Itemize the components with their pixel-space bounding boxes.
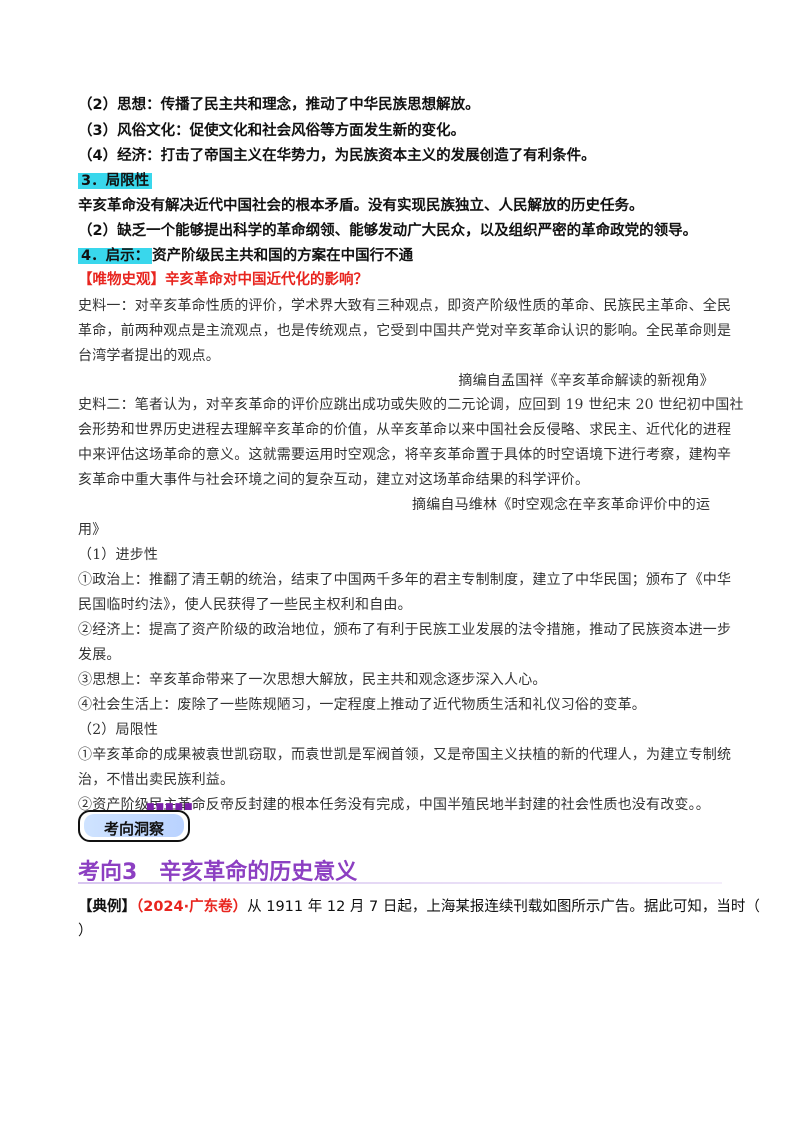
source-1-line-3: 台湾学者提出的观点。 <box>78 348 220 364</box>
badge-dots-icon: ■■■■■ <box>146 802 194 812</box>
limits-line-2: 治，不惜出卖民族利益。 <box>78 772 235 788</box>
badge-label: 考向洞察 <box>103 820 164 838</box>
progress-politics-2: 民国临时约法》，使人民获得了一些民主权利和自由。 <box>78 597 412 613</box>
badge-fill <box>84 814 184 837</box>
impact-economy-line: （4）经济：打击了帝国主义在华势力，为民族资本主义的发展创造了有利条件。 <box>78 148 596 164</box>
limitation-line-2: （2）缺乏一个能够提出科学的革命纲领、能够发动广大民众，以及组织严密的革命政党的… <box>78 223 698 239</box>
example-source: （2024·广东卷） <box>136 899 248 915</box>
limits-heading: （2）局限性 <box>78 722 159 738</box>
materialism-heading: 【唯物史观】辛亥革命对中国近代化的影响？ <box>78 272 368 288</box>
topic-underline <box>78 882 722 884</box>
limitation-line-1: 辛亥革命没有解决近代中国社会的根本矛盾。没有实现民族独立、人民解放的历史任务。 <box>78 198 644 214</box>
insight-badge: 考向洞察 ■■■■■ <box>78 802 194 844</box>
source-1-line-1: 史料一：对辛亥革命性质的评价，学术界大致有三种观点，即资产阶级性质的革命、民族民… <box>78 298 732 314</box>
badge-frame: 考向洞察 <box>78 810 190 842</box>
source-2-line-2: 会形势和世界历史进程去理解辛亥革命的价值，从辛亥革命以来中国社会反侵略、求民主、… <box>78 422 732 438</box>
section-4-label: 4．启示： <box>78 248 153 264</box>
section-4-text: 资产阶级民主共和国的方案在中国行不通 <box>152 248 414 264</box>
limits-line-3: ②资产阶级民主革命反帝反封建的根本任务没有完成，中国半殖民地半封建的社会性质也没… <box>78 797 710 813</box>
progress-economy-2: 发展。 <box>78 647 121 663</box>
source-1-citation: 摘编自孟国祥《辛亥革命解读的新视角》 <box>458 373 714 389</box>
example-line: 【典例】（2024·广东卷）从 1911 年 12 月 7 日起，上海某报连续刊… <box>78 897 760 917</box>
example-text: 从 1911 年 12 月 7 日起，上海某报连续刊载如图所示广告。据此可知，当… <box>247 899 760 915</box>
impact-thought-line: （2）思想：传播了民主共和理念，推动了中华民族思想解放。 <box>78 97 480 113</box>
section-4-heading: 4．启示：资产阶级民主共和国的方案在中国行不通 <box>78 246 413 266</box>
impact-custom-line: （3）风俗文化：促使文化和社会风俗等方面发生新的变化。 <box>78 123 466 139</box>
progress-economy-1: ②经济上：提高了资产阶级的政治地位，颁布了有利于民族工业发展的法令措施，推动了民… <box>78 622 732 638</box>
source-2-citation: 摘编自马维林《时空观念在辛亥革命评价中的运 <box>412 497 711 513</box>
progress-heading: （1）进步性 <box>78 547 159 563</box>
example-line-end: ） <box>78 923 93 939</box>
source-2-line-1: 史料二：笔者认为，对辛亥革命的评价应跳出成功或失败的二元论调，应回到 19 世纪… <box>78 397 744 413</box>
source-2-line-4: 亥革命中重大事件与社会环境之间的复杂互动，建立对这场革命结果的科学评价。 <box>78 472 590 488</box>
source-2-citation-end: 用》 <box>78 522 107 538</box>
source-2-line-3: 中来评估这场革命的意义。这就需要运用时空观念，将辛亥革命置于具体的时空语境下进行… <box>78 447 732 463</box>
limits-line-1: ①辛亥革命的成果被袁世凯窃取，而袁世凯是军阀首领，又是帝国主义扶植的新的代理人，… <box>78 747 732 763</box>
progress-politics-1: ①政治上：推翻了清王朝的统治，结束了中国两千多年的君主专制制度，建立了中华民国；… <box>78 572 732 588</box>
progress-thought: ③思想上：辛亥革命带来了一次思想大解放，民主共和观念逐步深入人心。 <box>78 672 547 688</box>
section-3-heading: 3．局限性 <box>78 171 153 191</box>
topic-heading: 考向3 辛亥革命的历史意义 <box>78 852 722 885</box>
topic-title: 考向3 辛亥革命的历史意义 <box>78 860 358 885</box>
section-3-label: 3．局限性 <box>78 173 153 189</box>
progress-society: ④社会生活上：废除了一些陈规陋习，一定程度上推动了近代物质生活和礼仪习俗的变革。 <box>78 697 646 713</box>
source-1-line-2: 革命，前两种观点是主流观点，也是传统观点，它受到中国共产党对辛亥革命认识的影响。… <box>78 323 732 339</box>
example-tag: 【典例】 <box>78 899 136 915</box>
